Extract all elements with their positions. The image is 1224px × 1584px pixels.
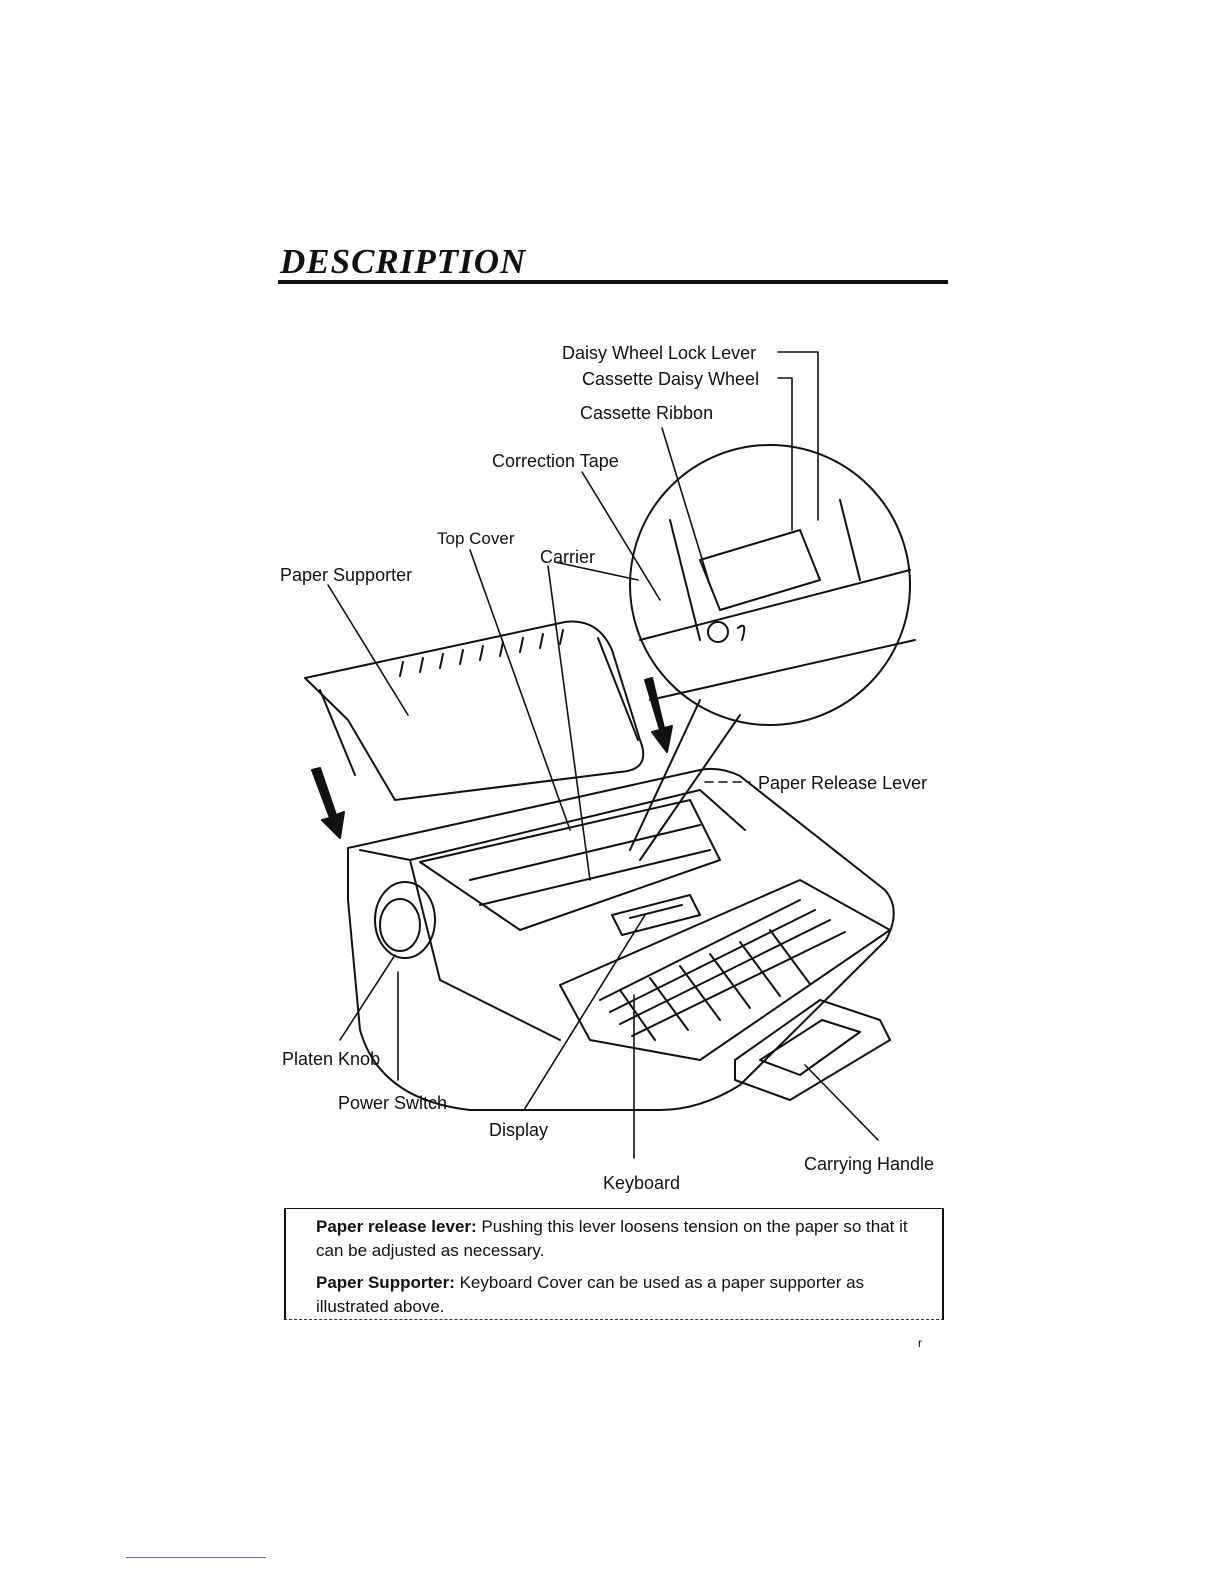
note-paper-release-lever: Paper release lever: Pushing this lever … bbox=[316, 1215, 926, 1263]
footer-link-underline bbox=[126, 1557, 266, 1558]
zoom-callout-drawing bbox=[629, 444, 916, 861]
note-term: Paper release lever: bbox=[316, 1217, 477, 1236]
label-cassette-ribbon: Cassette Ribbon bbox=[580, 403, 714, 423]
title-rule bbox=[278, 280, 948, 284]
page-mark: r bbox=[918, 1336, 922, 1350]
label-keyboard: Keyboard bbox=[603, 1173, 681, 1193]
label-carrier: Carrier bbox=[540, 547, 596, 567]
notes-box: Paper release lever: Pushing this lever … bbox=[284, 1208, 944, 1320]
note-term: Paper Supporter: bbox=[316, 1273, 455, 1292]
leader-lines bbox=[327, 351, 879, 1159]
label-platen-knob: Platen Knob bbox=[282, 1049, 381, 1069]
label-daisy-wheel-lock-lever: Daisy Wheel Lock Lever bbox=[562, 343, 757, 363]
arrow-right bbox=[644, 677, 673, 753]
label-power-switch: Power Switch bbox=[338, 1093, 448, 1113]
note-text: Keyboard Cover can be used as a paper su… bbox=[316, 1273, 865, 1316]
label-display: Display bbox=[489, 1120, 549, 1140]
label-cassette-daisy-wheel: Cassette Daisy Wheel bbox=[582, 369, 760, 389]
page-title: DESCRIPTION bbox=[280, 242, 527, 281]
label-correction-tape: Correction Tape bbox=[492, 451, 619, 471]
label-carrying-handle: Carrying Handle bbox=[804, 1154, 935, 1174]
label-top-cover: Top Cover bbox=[437, 529, 515, 548]
note-paper-supporter: Paper Supporter: Keyboard Cover can be u… bbox=[316, 1271, 926, 1319]
label-paper-release-lever: Paper Release Lever bbox=[758, 773, 928, 793]
typewriter-body-drawing bbox=[347, 767, 895, 1111]
note-text: Pushing this lever loosens tension on th… bbox=[316, 1217, 908, 1260]
paper-supporter-drawing bbox=[304, 620, 645, 801]
arrow-left bbox=[311, 767, 345, 839]
label-paper-supporter: Paper Supporter bbox=[280, 565, 413, 585]
